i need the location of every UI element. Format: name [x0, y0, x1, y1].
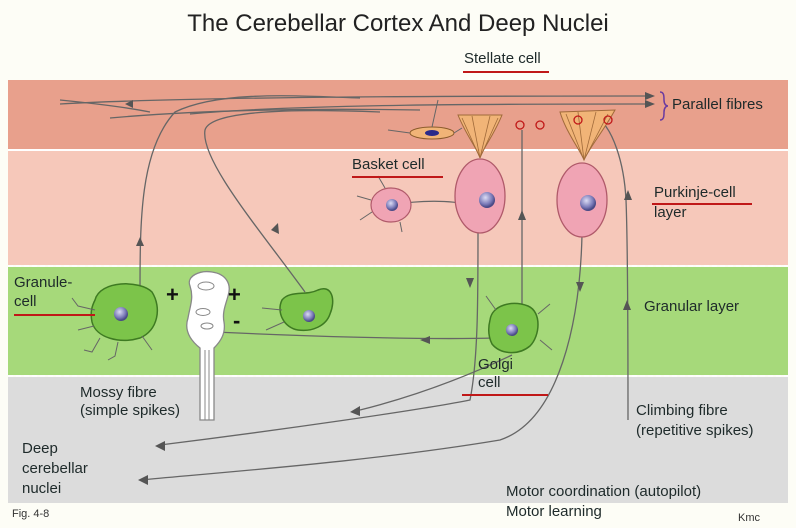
excitatory-sign-left: +: [166, 282, 179, 307]
synapse-marks: [515, 115, 613, 130]
motor-learning-label: Motor learning: [506, 503, 602, 520]
inhibitory-sign: -: [233, 308, 241, 333]
arrowheads: [125, 92, 655, 485]
diagram-title: The Cerebellar Cortex And Deep Nuclei: [187, 10, 609, 37]
purkinje-label-line2: layer: [654, 204, 687, 221]
stellate-cell-label: Stellate cell: [464, 50, 541, 67]
climbing-fibre-label-line1: Climbing fibre: [636, 402, 728, 419]
stellate-cell: [387, 99, 463, 140]
white-matter: [8, 377, 788, 503]
excitatory-sign-right: +: [228, 282, 241, 307]
motor-coordination-label: Motor coordination (autopilot): [506, 483, 702, 500]
golgi-label-line2: cell: [478, 374, 501, 391]
purkinje-cell-1: [454, 158, 506, 234]
granule-label-line1: Granule-: [14, 274, 73, 291]
purkinje-label-line1: Purkinje-cell: [654, 184, 736, 201]
deep-nuclei-label-line1: Deep: [22, 440, 58, 457]
deep-nuclei-label-line2: cerebellar: [22, 460, 88, 477]
granule-cell-2: [261, 287, 334, 332]
label-underlines: [14, 71, 752, 396]
author-mark: Kmc: [738, 512, 760, 524]
mossy-fibre-label-line1: Mossy fibre: [80, 384, 157, 401]
purkinje-dendrites: [457, 109, 616, 162]
granular-layer-label: Granular layer: [644, 298, 740, 315]
purkinje-cell-2: [556, 162, 608, 238]
deep-nuclei-label-line3: nuclei: [22, 480, 62, 497]
basket-cell: [356, 175, 412, 233]
molecular-layer: [8, 80, 788, 150]
granule-label-line2: cell: [14, 293, 37, 310]
mossy-fibre-label-line2: (simple spikes): [80, 402, 181, 419]
mossy-fibre: [186, 270, 230, 421]
brace: [659, 91, 669, 121]
golgi-label-line1: Golgi: [478, 356, 514, 373]
basket-cell-label: Basket cell: [352, 156, 425, 173]
parallel-fibres-label: Parallel fibres: [672, 96, 763, 113]
climbing-fibre-label-line2: (repetitive spikes): [636, 422, 754, 439]
figure-number: Fig. 4-8: [12, 508, 50, 520]
golgi-cell: [485, 295, 553, 354]
